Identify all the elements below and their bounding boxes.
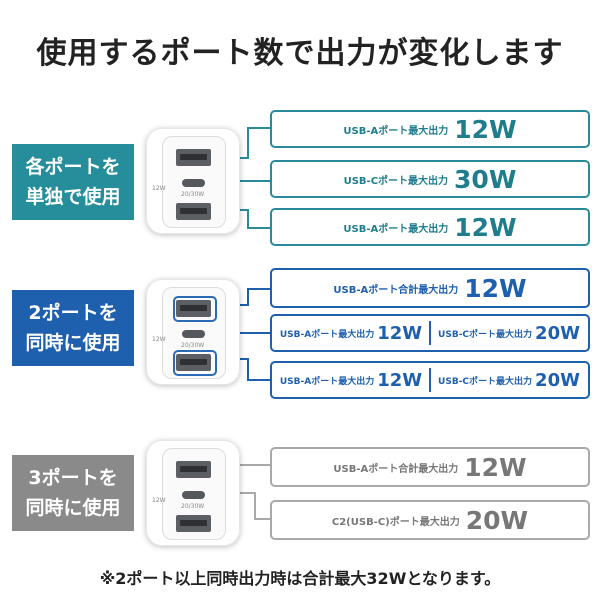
- spec-box-usb-a-bottom: USB-Aポート最大出力 12W: [270, 208, 590, 246]
- usb-a-port-bottom: [176, 354, 211, 371]
- port-highlight: [173, 296, 217, 322]
- spec-label: USB-Aポート最大出力: [279, 329, 375, 340]
- spec-box-usb-a-combined: USB-Aポート合計最大出力 12W: [270, 447, 590, 487]
- section-label-single: 各ポートを 単独で使用: [12, 144, 134, 220]
- charger-illustration: 12W 20/30W: [146, 128, 240, 234]
- section-label-line2: 単独で使用: [25, 186, 121, 208]
- spec-box-pair-2: USB-Aポート最大出力 12W USB-Cポート最大出力 20W: [270, 361, 590, 399]
- spec-pair-left: USB-Aポート最大出力 12W: [272, 370, 430, 391]
- usb-c-port: [182, 179, 205, 187]
- port-mark-left: 12W: [152, 336, 166, 343]
- spec-value: 12W: [454, 212, 517, 242]
- usb-c-port: [182, 330, 205, 338]
- charger-illustration: 12W 20/30W: [146, 440, 240, 546]
- spec-label: USB-Aポート合計最大出力: [333, 284, 459, 296]
- spec-label: USB-Aポート最大出力: [279, 376, 375, 387]
- spec-label: USB-Cポート最大出力: [343, 175, 449, 187]
- spec-pair-right: USB-Cポート最大出力 20W: [430, 370, 588, 391]
- usb-a-port-top: [176, 300, 211, 317]
- spec-box-usb-a-top: USB-Aポート最大出力 12W: [270, 110, 590, 148]
- usb-c-port: [182, 491, 205, 499]
- spec-box-usb-a-combined: USB-Aポート合計最大出力 12W: [270, 268, 590, 308]
- spec-label: USB-Cポート最大出力: [438, 376, 533, 387]
- port-highlight: [173, 350, 217, 376]
- spec-pair-right: USB-Cポート最大出力 20W: [430, 323, 588, 344]
- charger-face: 12W 20/30W: [152, 448, 226, 540]
- section-label-dual: 2ポートを 同時に使用: [12, 290, 134, 366]
- pair-divider: [429, 368, 431, 392]
- spec-label: USB-Aポート合計最大出力: [333, 463, 459, 475]
- spec-label: USB-Aポート最大出力: [343, 125, 449, 137]
- spec-value: 12W: [454, 114, 517, 144]
- footnote: ※2ポート以上同時出力時は合計最大32Wとなります。: [99, 569, 501, 588]
- spec-value: 20W: [535, 369, 580, 391]
- usb-a-port-bottom: [176, 203, 211, 220]
- usb-a-port-top: [176, 461, 211, 478]
- spec-value: 30W: [454, 164, 517, 194]
- section-label-line2: 同時に使用: [25, 497, 121, 519]
- section-label-line1: 3ポートを: [28, 467, 118, 489]
- section-label-triple: 3ポートを 同時に使用: [12, 455, 134, 531]
- section-label-line1: 各ポートを: [25, 156, 121, 178]
- spec-label: USB-Cポート最大出力: [438, 329, 533, 340]
- spec-value: 20W: [465, 505, 529, 535]
- port-mark-center: 20/30W: [181, 191, 205, 198]
- usb-a-port-top: [176, 149, 211, 166]
- port-mark-center: 20/30W: [181, 342, 205, 349]
- usb-a-port-bottom: [176, 515, 211, 532]
- spec-value: 12W: [464, 452, 527, 482]
- spec-label: USB-Aポート最大出力: [343, 223, 449, 235]
- port-mark-left: 12W: [152, 497, 166, 504]
- charger-face: 12W 20/30W: [152, 136, 226, 228]
- spec-pair-left: USB-Aポート最大出力 12W: [272, 323, 430, 344]
- spec-box-c2: C2(USB-C)ポート最大出力 20W: [270, 500, 590, 540]
- spec-label: C2(USB-C)ポート最大出力: [331, 516, 460, 528]
- spec-value: 12W: [377, 369, 423, 391]
- section-label-line1: 2ポートを: [28, 302, 118, 324]
- section-label-line2: 同時に使用: [25, 332, 121, 354]
- spec-value: 20W: [535, 322, 580, 344]
- port-mark-left: 12W: [152, 185, 166, 192]
- spec-value: 12W: [377, 322, 423, 344]
- spec-box-pair-1: USB-Aポート最大出力 12W USB-Cポート最大出力 20W: [270, 314, 590, 352]
- pair-divider: [429, 321, 431, 345]
- port-mark-center: 20/30W: [181, 503, 205, 510]
- spec-value: 12W: [464, 273, 527, 303]
- spec-box-usb-c: USB-Cポート最大出力 30W: [270, 160, 590, 198]
- charger-illustration: 12W 20/30W: [146, 279, 240, 385]
- page-title: 使用するポート数で出力が変化します: [36, 36, 564, 71]
